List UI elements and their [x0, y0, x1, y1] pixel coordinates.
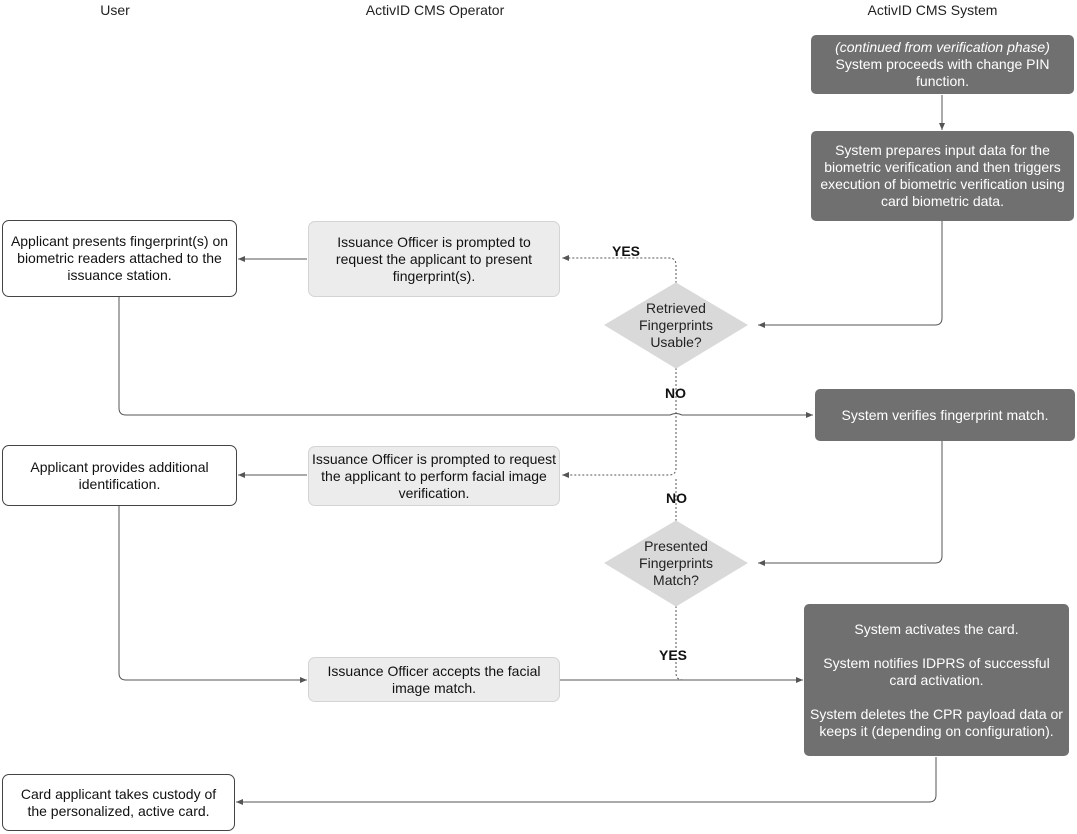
- connector-retrieved-no: [562, 368, 677, 478]
- user-provides-box: Applicant provides additional identifica…: [2, 445, 237, 506]
- lane-title-operator: ActivID CMS Operator: [365, 2, 505, 18]
- continued-note: (continued from verification phase): [835, 39, 1050, 55]
- connector-retrieved-yes: [562, 255, 677, 283]
- system-activates-box: System activates the card. System notifi…: [804, 604, 1069, 756]
- activates-text: System activates the card.: [854, 620, 1019, 637]
- connector-provides-to-accepts: [118, 506, 307, 683]
- decision-presented-diamond: [604, 520, 748, 607]
- connector-presented-yes: [675, 606, 700, 681]
- provides-text: Applicant provides additional identifica…: [30, 458, 209, 492]
- system-prepares-box: System prepares input data for the biome…: [811, 131, 1074, 221]
- system-continued-box: (continued from verification phase) Syst…: [811, 35, 1074, 94]
- connector-verifies-to-presented: [758, 441, 943, 566]
- present-fp-text: Issuance Officer is prompted to request …: [335, 233, 533, 284]
- decision-retrieved-text: Retrieved Fingerprints Usable?: [639, 300, 713, 350]
- connector-presents-to-verifies: [118, 297, 813, 418]
- lane-title-system: ActivID CMS System: [867, 2, 998, 18]
- label-no-retrieved: NO: [665, 385, 686, 401]
- prepares-text: System prepares input data for the biome…: [820, 142, 1065, 209]
- operator-accepts-box: Issuance Officer accepts the facial imag…: [308, 657, 560, 702]
- label-yes-retrieved: YES: [612, 243, 641, 259]
- deletes-text: System deletes the CPR payload data or k…: [810, 705, 1063, 739]
- accepts-text: Issuance Officer accepts the facial imag…: [327, 662, 541, 696]
- connector-prepares-to-retrieved: [758, 221, 943, 328]
- decision-retrieved-diamond: [604, 282, 748, 369]
- label-no-presented: NO: [666, 490, 687, 506]
- presents-text: Applicant presents fingerprint(s) on bio…: [10, 233, 229, 283]
- system-verifies-box: System verifies fingerprint match.: [815, 389, 1075, 441]
- notifies-text: System notifies IDPRS of successful card…: [823, 654, 1050, 688]
- operator-facial-box: Issuance Officer is prompted to request …: [308, 446, 560, 506]
- lane-title-user: User: [100, 2, 130, 18]
- label-yes-presented: YES: [659, 647, 688, 663]
- verifies-text: System verifies fingerprint match.: [841, 406, 1049, 423]
- connector-activates-to-custody: [236, 757, 937, 805]
- continued-text: System proceeds with change PIN function…: [835, 56, 1050, 89]
- operator-present-fp-box: Issuance Officer is prompted to request …: [308, 221, 560, 297]
- user-presents-box: Applicant presents fingerprint(s) on bio…: [2, 220, 237, 297]
- custody-text: Card applicant takes custody of the pers…: [20, 785, 217, 819]
- user-custody-box: Card applicant takes custody of the pers…: [2, 774, 235, 831]
- decision-presented-text: Presented Fingerprints Match?: [639, 538, 713, 588]
- facial-text: Issuance Officer is prompted to request …: [311, 450, 557, 501]
